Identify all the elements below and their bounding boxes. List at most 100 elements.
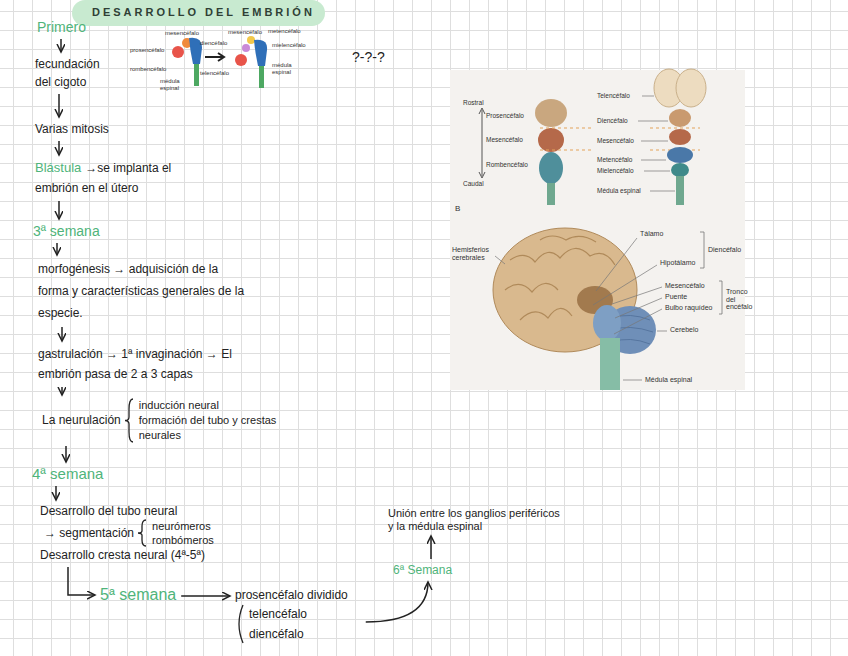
part-label: Médula espinal [645,376,692,384]
part-label: Mesencéfalo [486,136,523,143]
part-label: Rombencéfalo [486,161,528,168]
parenthesis [239,605,243,643]
flow-arrow [181,595,230,597]
vesicle [539,152,563,184]
paren-items: telencéfalodiencéfalo [249,604,307,644]
part-label: Mielencéfalo [597,167,634,174]
flow-arrow [61,387,63,395]
part-label: Telencéfalo [597,92,630,99]
step-node: Unión entre los ganglios periféricos y l… [388,507,563,533]
step-node: 4ª semana [32,465,103,483]
part-label: Prosencéfalo [486,112,524,119]
step-node: Varias mitosis [35,120,109,138]
step-text: gastrulación → 1ª invaginación → El embr… [38,344,274,384]
title: DESARROLLO DEL EMBRIÓN [92,6,315,18]
part-label: Tálamo [640,230,663,238]
part-label: Caudal [463,180,484,187]
step-text: fecundación del cigoto [35,55,117,91]
gyri [505,236,615,320]
part-label: Médula espinal [597,187,641,194]
step-text: Desarrollo del tubo neural [40,503,214,519]
step-text: diencéfalo [249,624,307,644]
vesicle [671,163,689,177]
parenthesis [235,604,245,644]
part-label: Puente [665,293,687,301]
part-label: B [455,205,460,214]
vesicle [669,129,691,145]
flow-arrow [61,327,63,341]
part-label: Rostral [463,99,484,106]
vesicle [676,69,706,107]
part-label: diencéfalo [200,40,227,47]
vesicle [669,109,691,127]
part-label: médula espinal [160,78,190,91]
flow-arrow [430,536,432,559]
spinal-cord [547,183,555,205]
figure-panel [450,70,745,390]
part-label: telencéfalo [200,70,229,77]
brace [125,399,133,442]
spinal-cord [194,64,199,86]
step-node: 3ª semana [33,222,100,240]
part-label: metencéfalo [268,28,301,35]
arrow-symbol [205,53,224,61]
part-label: Hemisferios cerebrales [452,246,496,261]
brace [138,519,148,547]
step-text: Primero [37,18,86,36]
flow-arrow [366,582,428,622]
paren-group: telencéfalodiencéfalo [231,604,348,644]
step-text: La neurulación [42,413,121,428]
part-label: Mesencéfalo [665,282,705,290]
part-label: mesencéfalo [165,30,199,37]
step-node: Blástula→se implanta el embrión en el út… [35,158,213,198]
step-node: La neurulación inducción neuralformación … [42,398,289,443]
axis-arrow [479,108,485,178]
spinal-cord [600,338,620,390]
brace-items: inducción neuralformación del tubo y cre… [139,398,289,443]
step-node: morfogénesis → adquisición de la forma y… [38,258,248,324]
step-node: prosencéfalo divididotelencéfalodiencéfa… [235,586,348,644]
part-label: mesencéfalo [228,29,262,36]
leader-line [495,238,667,380]
part-label: Metencéfalo [597,156,632,163]
step-text: morfogénesis → adquisición de la forma y… [38,258,248,324]
vesicle [254,40,267,66]
part-label: Cerebelo [670,326,698,334]
vesicle [538,128,564,152]
segment-items: neurómerosrombómeros [152,519,214,547]
step-text: → segmentación [44,525,134,541]
part-label: prosencéfalo [130,47,164,54]
part-label: Diencéfalo [708,246,741,254]
flow-arrow [58,94,60,117]
part-label: Diencéfalo [597,117,628,124]
step-text: Varias mitosis [35,120,109,138]
part-label: médula espinal [272,62,306,75]
vesicle [172,46,184,58]
title-highlight [72,0,325,26]
step-node: Primero [37,18,86,36]
brace [125,398,135,443]
step-node: gastrulación → 1ª invaginación → El embr… [38,344,274,384]
flow-arrow [56,243,58,255]
flow-arrow [68,567,95,595]
vesicle [247,36,255,44]
bracket [700,232,704,268]
vesicle [235,54,247,66]
vesicle [535,99,567,127]
step-text: neurómeros [152,519,214,533]
step-node: 5ª semana [100,585,176,605]
part-label: Mesencéfalo [597,137,634,144]
flow-arrow [65,446,67,462]
spinal-cord [259,66,264,88]
step-node: Desarrollo del tubo neural → segmentación… [40,503,214,563]
step-text: 3ª semana [33,222,100,240]
flow-arrow [58,141,60,155]
step-text: prosencéfalo dividido [235,586,348,604]
part-label: Hipotálamo [660,259,695,267]
part-label: mielencéfalo [272,42,306,49]
step-node: 6ª Semana [393,562,452,578]
step-text: formación del tubo y crestas neurales [139,413,289,443]
pons [593,305,621,341]
part-label: Tronco del encéfalo [726,288,758,311]
